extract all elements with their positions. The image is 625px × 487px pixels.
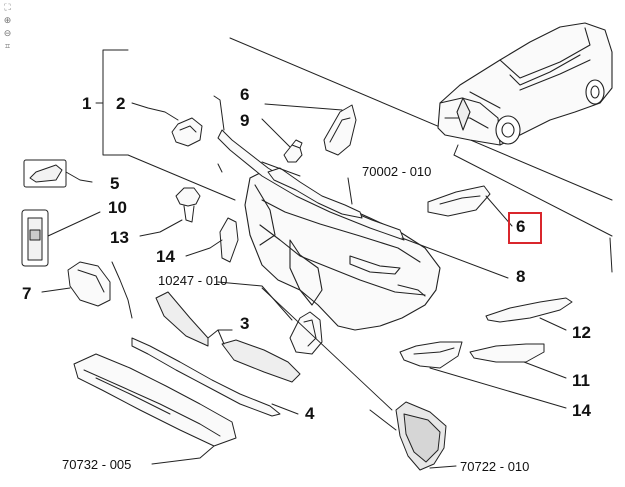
center-grille-70722	[395, 401, 457, 471]
callout-11[interactable]: 11	[572, 371, 590, 390]
part-11-trim-strip	[469, 343, 567, 379]
callout-8[interactable]: 8	[516, 267, 526, 286]
callout-3[interactable]: 3	[240, 314, 250, 333]
part-9-clip	[261, 118, 303, 163]
callout-9[interactable]: 9	[240, 111, 250, 130]
zoom-out-icon[interactable]: ⊖	[3, 29, 12, 39]
part-14-side-bracket	[185, 217, 239, 263]
callout-5[interactable]: 5	[110, 174, 120, 193]
ref-70002-010[interactable]: 70002 - 010	[362, 164, 432, 179]
part-3-lower-grille	[155, 291, 301, 383]
callout-13[interactable]: 13	[110, 228, 129, 247]
part-13-push-clip	[139, 187, 201, 237]
callout-2[interactable]: 2	[116, 94, 126, 113]
car-thumbnail	[437, 22, 613, 146]
ref-10247-010[interactable]: 10247 - 010	[158, 273, 228, 288]
part-6-upper-bracket	[264, 103, 357, 156]
part-7-fog-cover	[41, 261, 111, 307]
viewer-toolbar: ⛶ ⊕ ⊖ ⌗	[2, 3, 14, 55]
callout-7[interactable]: 7	[22, 284, 32, 303]
ref-70722-010[interactable]: 70722 - 010	[460, 459, 530, 474]
part-5-patch	[23, 159, 93, 188]
callout-6-upper[interactable]: 6	[240, 85, 250, 104]
callout-12[interactable]: 12	[572, 323, 591, 342]
callout-6-selected[interactable]: 6	[516, 217, 526, 236]
selected-callout-highlight[interactable]	[508, 212, 542, 244]
part-10-spray-can	[21, 209, 101, 267]
front-bumper-cover	[244, 171, 441, 331]
fit-page-icon[interactable]: ⛶	[4, 3, 11, 13]
callout-10[interactable]: 10	[108, 198, 127, 217]
part-14-right-vent	[399, 341, 567, 409]
ref-70732-005[interactable]: 70732 - 005	[62, 457, 132, 472]
callout-14-left[interactable]: 14	[156, 247, 175, 266]
mounting-bracket-10247	[217, 281, 323, 355]
zoom-in-icon[interactable]: ⊕	[3, 16, 12, 26]
frame-line-right	[609, 237, 613, 273]
callout-4[interactable]: 4	[305, 404, 315, 423]
skid-plate-70732	[73, 353, 237, 465]
part-2-cap	[131, 102, 203, 147]
part-12-trim-strip	[485, 297, 573, 331]
callout-14-right[interactable]: 14	[572, 401, 591, 420]
part-6-right-bracket	[427, 185, 513, 227]
mounting-bracket-strip	[267, 167, 363, 219]
callout-1[interactable]: 1	[82, 94, 92, 113]
group-bracket-1	[95, 49, 236, 201]
frame-line-top	[229, 37, 613, 201]
part-4-lower-strip	[111, 261, 299, 417]
select-area-icon[interactable]: ⌗	[4, 42, 11, 52]
